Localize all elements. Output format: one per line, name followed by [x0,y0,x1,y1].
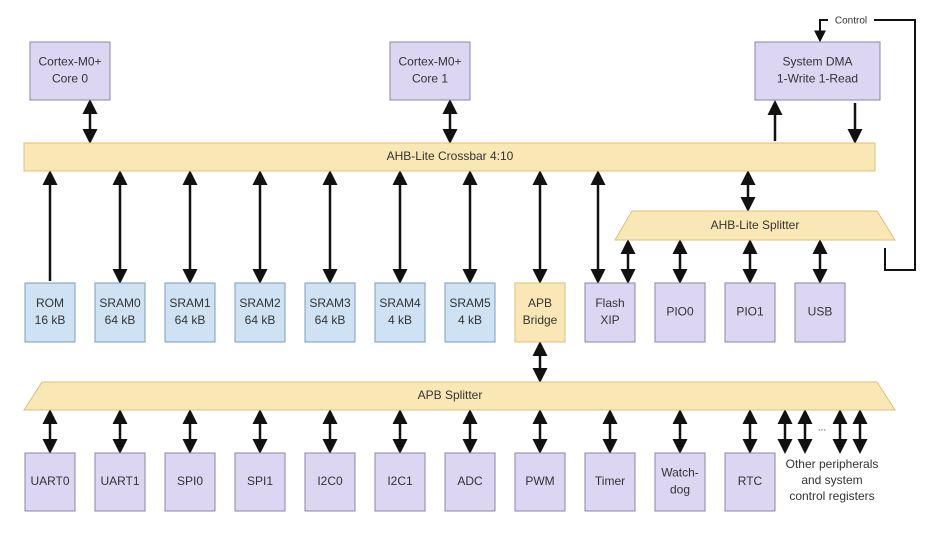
uart0-block [24,452,76,512]
core1-block [389,41,471,101]
rom-block [24,282,76,343]
sram3-block-label: 64 kB [315,313,346,327]
adc-block [444,452,496,512]
pio1-block [724,282,776,343]
sram4-block [374,282,426,343]
spi1-block [234,452,286,512]
watchdog-block-label: Watch- [661,466,699,480]
apb-splitter [23,381,896,411]
dma-block-label: System DMA [782,55,852,69]
core1-block-label: Cortex-M0+ [398,55,461,69]
sram3-block-label: SRAM3 [309,296,351,310]
usb-block-label: USB [808,305,833,319]
control-line [814,19,916,271]
sram4-block-label: SRAM4 [379,296,421,310]
crossbar-label: AHB-Lite Crossbar 4:10 [387,149,514,163]
sram5-block-label: SRAM5 [449,296,491,310]
pio1-block-label: PIO1 [736,305,764,319]
control-label: Control [835,16,867,27]
sram4-block-label: 4 kB [388,313,412,327]
apb-splitter-label: APB Splitter [418,388,483,402]
i2c0-block-label: I2C0 [317,474,343,488]
control-label-bg [828,13,874,27]
connections [42,19,916,454]
sram2-block-label: 64 kB [245,313,276,327]
sram3-block [304,282,356,343]
flash-xip-block-label: XIP [600,313,619,327]
core1-block-label: Core 1 [412,72,448,86]
other-peripherals-label: Other peripherals [786,457,879,471]
i2c0-block [304,452,356,512]
sram5-block-label: 4 kB [458,313,482,327]
timer-block-label: Timer [595,474,625,488]
pwm-block [514,452,566,512]
sram1-block-label: 64 kB [175,313,206,327]
watchdog-block-label: dog [670,483,690,497]
sram0-block-label: SRAM0 [99,296,141,310]
other-peripherals-label: and system [801,473,862,487]
sram2-block-label: SRAM2 [239,296,281,310]
sram0-block-label: 64 kB [105,313,136,327]
other-peripherals-ellipsis: ... [818,423,826,434]
pio0-block-label: PIO0 [666,305,694,319]
core0-block [29,41,111,101]
other-peripherals-label: control registers [789,489,874,503]
core0-block-label: Cortex-M0+ [38,55,101,69]
apb-bridge-block-label: APB [528,296,552,310]
sram1-block [164,282,216,343]
rom-block-label: ROM [36,296,64,310]
spi1-block-label: SPI1 [247,474,273,488]
flash-xip-block-label: Flash [595,296,624,310]
rom-block-label: 16 kB [35,313,66,327]
uart0-block-label: UART0 [30,474,69,488]
sram1-block-label: SRAM1 [169,296,211,310]
i2c1-block [374,452,426,512]
dma-block-label: 1-Write 1-Read [777,72,858,86]
apb-bridge-block [514,282,566,343]
uart1-block-label: UART1 [100,474,139,488]
watchdog-block [654,452,706,512]
ahb-splitter [614,210,896,241]
rtc-block-label: RTC [738,474,763,488]
blocks: Cortex-M0+ Core 0 Cortex-M0+ Core 1 System D… [23,13,896,512]
rtc-block [724,452,776,512]
pio0-block [654,282,706,343]
timer-block [584,452,636,512]
i2c1-block-label: I2C1 [387,474,413,488]
core0-block-label: Core 0 [52,72,88,86]
pwm-block-label: PWM [525,474,554,488]
apb-bridge-block-label: Bridge [523,313,558,327]
spi0-block [164,452,216,512]
dma-block [754,41,881,101]
sram0-block [94,282,146,343]
usb-block [794,282,846,343]
ahb-splitter-label: AHB-Lite Splitter [711,218,800,232]
sram2-block [234,282,286,343]
ahb-crossbar [23,142,876,172]
flash-xip-block [584,282,636,343]
uart1-block [94,452,146,512]
sram5-block [444,282,496,343]
adc-block-label: ADC [457,474,483,488]
spi0-block-label: SPI0 [177,474,203,488]
